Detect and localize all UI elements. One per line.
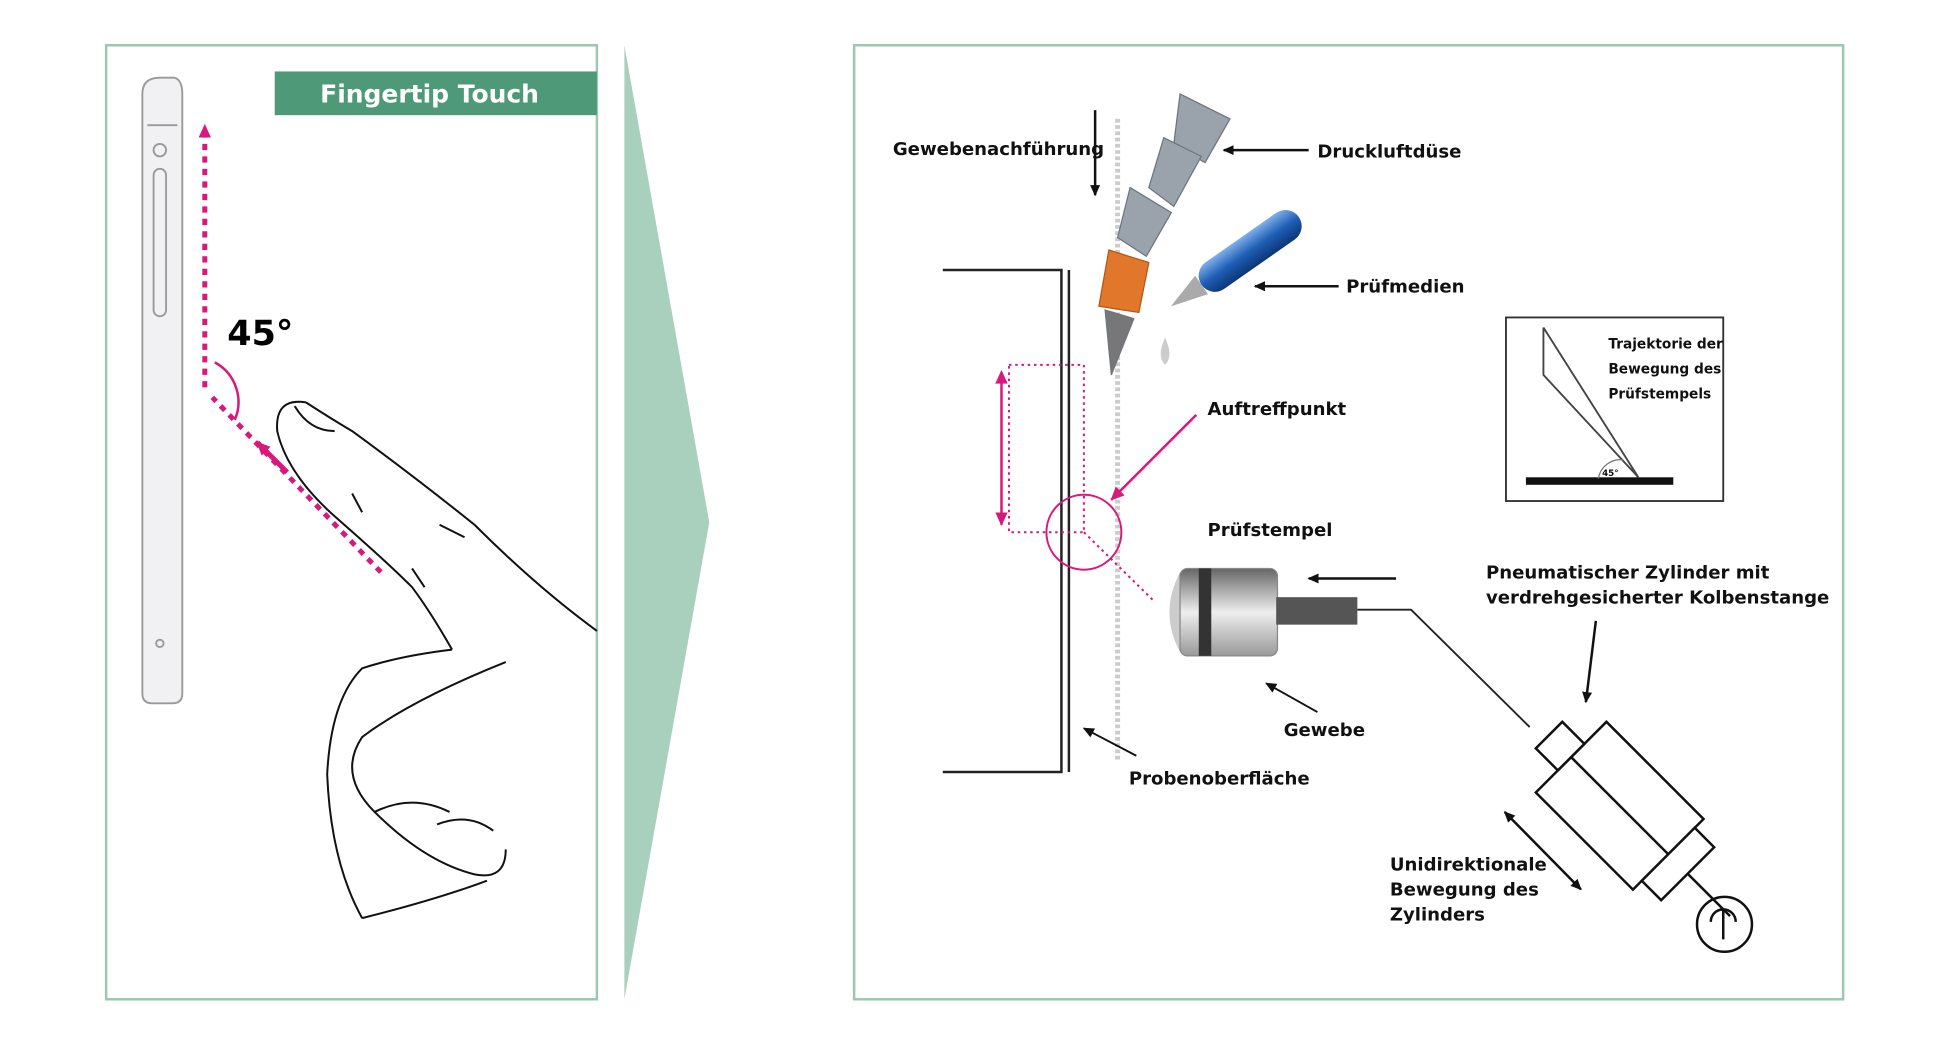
label-sample-surface: Probenoberfläche [1129,768,1310,789]
right-panel: Gewebenachführung Druckluftdüse Prüfmedi… [852,43,1845,1001]
banner-title: Fingertip Touch [320,80,539,109]
trajectory-inset: 45° Trajektorie der Bewegung des Prüfste… [1505,316,1725,502]
left-frame [104,43,599,1001]
angle-arc [214,361,240,421]
label-tissue-feed: Gewebenachführung [893,139,1104,160]
label-motion-line2: Bewegung des [1390,880,1539,901]
label-tissue: Gewebe [1284,720,1365,741]
cylinder-end-icon [1695,895,1754,954]
label-test-stamp: Prüfstempel [1208,520,1333,541]
test-stamp-icon [1169,567,1531,728]
pointer-arrows [1082,110,1598,891]
label-cylinder-line1: Pneumatischer Zylinder mit [1486,562,1770,583]
left-panel: Fingertip Touch 45° [104,43,599,1001]
zoom-divider [624,45,710,1000]
label-air-nozzle: Druckluftdüse [1317,142,1461,163]
swipe-path [198,123,383,574]
label-cylinder-line2: verdrehgesicherter Kolbenstange [1486,587,1829,608]
impact-markers [995,363,1198,603]
label-motion-line1: Unidirektionale [1390,855,1547,876]
inset-title-line1: Trajektorie der [1608,337,1723,353]
air-nozzle-icon [1098,92,1231,376]
label-motion-line3: Zylinders [1390,905,1485,926]
pneumatic-cylinder-icon [1534,720,1731,917]
inset-title-line3: Prüfstempels [1608,387,1711,403]
banner [274,71,597,116]
test-media-pen-icon [1160,209,1302,365]
inset-angle-label: 45° [1602,469,1619,479]
droplet-icon [1160,337,1170,365]
phone-side-icon [141,76,184,705]
angle-label: 45° [227,314,293,354]
sample-surface [942,268,1071,774]
label-impact-point: Auftreffpunkt [1208,399,1347,420]
hand-icon [276,400,598,920]
inset-title-line2: Bewegung des [1608,362,1721,378]
label-test-media: Prüfmedien [1346,276,1464,297]
